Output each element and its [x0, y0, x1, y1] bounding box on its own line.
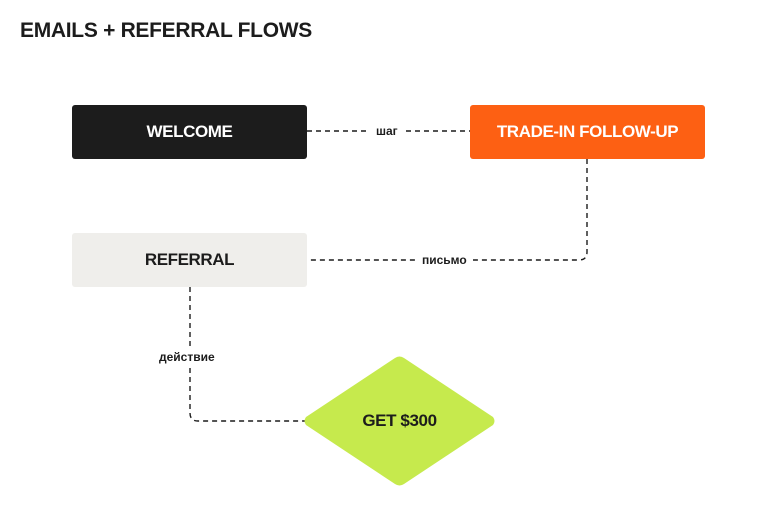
diagram-title: EMAILS + REFERRAL FLOWS	[20, 19, 312, 42]
edge-label-step: шаг	[370, 123, 404, 139]
node-get-300-label: GET $300	[362, 411, 437, 430]
diamond-shape	[304, 356, 495, 486]
edge-tradein-to-referral	[307, 159, 588, 261]
node-referral[interactable]: REFERRAL	[72, 233, 307, 287]
node-referral-label: REFERRAL	[144, 250, 235, 269]
edge-label-letter: письмо	[416, 252, 473, 268]
node-trade-in-follow-up-label: TRADE-IN FOLLOW-UP	[496, 122, 679, 141]
edge-referral-to-reward	[189, 287, 305, 422]
node-welcome[interactable]: WELCOME	[72, 105, 307, 159]
node-welcome-label: WELCOME	[146, 122, 233, 141]
edge-label-action: действие	[153, 347, 221, 367]
node-get-300[interactable]: GET $300	[303, 355, 496, 487]
node-trade-in-follow-up[interactable]: TRADE-IN FOLLOW-UP	[470, 105, 705, 159]
